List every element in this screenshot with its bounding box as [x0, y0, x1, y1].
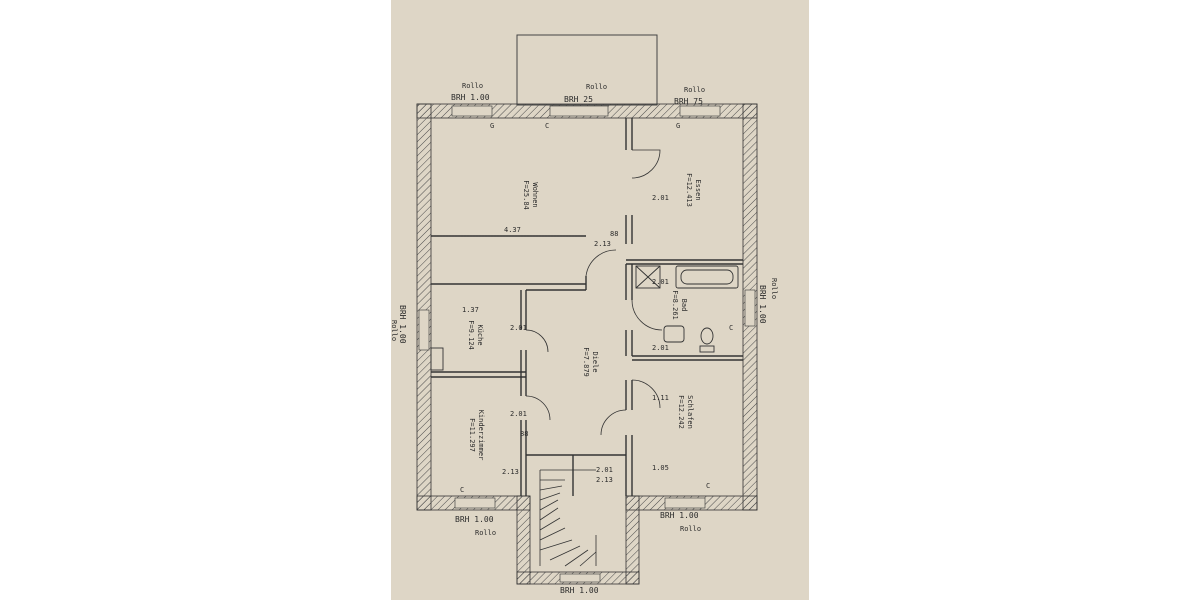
- room-wohnen: Wohnen F=25.84: [522, 180, 539, 210]
- svg-text:Küche: Küche: [476, 324, 484, 345]
- dimension-labels: 4.37 2.13 2.01 2.01 2.13 2.13 2.01 2.01 …: [462, 194, 669, 484]
- brh-top-center: BRH 25: [564, 95, 593, 104]
- room-kueche: Küche F=9.124: [467, 320, 484, 350]
- svg-text:C: C: [545, 122, 549, 130]
- brh-top-left: BRH 1.00: [451, 93, 490, 102]
- svg-text:1.05: 1.05: [652, 464, 669, 472]
- svg-text:2.13: 2.13: [502, 468, 519, 476]
- toilet: [699, 327, 715, 353]
- svg-text:C: C: [706, 482, 710, 490]
- svg-text:1.11: 1.11: [652, 394, 669, 402]
- brh-top-right: BRH 75: [674, 97, 703, 106]
- svg-text:1.37: 1.37: [462, 306, 479, 314]
- svg-text:Essen: Essen: [694, 179, 702, 200]
- door-swings: [525, 149, 663, 436]
- rollo-top-left: Rollo: [462, 82, 483, 90]
- bathtub: [675, 265, 739, 289]
- staircase: [539, 469, 597, 567]
- room-schlafen: Schlafen F=12.242: [677, 395, 694, 429]
- svg-text:Bad: Bad: [680, 299, 688, 312]
- svg-text:F=9.124: F=9.124: [467, 320, 475, 350]
- svg-text:4.37: 4.37: [504, 226, 521, 234]
- rollo-left-side: Rollo: [390, 320, 398, 341]
- rollo-top-right: Rollo: [684, 86, 705, 94]
- brh-bottom-right: BRH 1.00: [660, 511, 699, 520]
- svg-text:F=12.242: F=12.242: [677, 395, 685, 429]
- svg-text:2.13: 2.13: [596, 476, 613, 484]
- brh-bottom-center: BRH 1.00: [560, 586, 599, 595]
- svg-text:2.01: 2.01: [596, 466, 613, 474]
- svg-text:2.01: 2.01: [652, 278, 669, 286]
- svg-text:2.13: 2.13: [594, 240, 611, 248]
- svg-text:F=12.413: F=12.413: [685, 173, 693, 207]
- room-diele: Diele F=7.879: [582, 347, 599, 377]
- room-bad: Bad F=8.261: [671, 290, 688, 320]
- windows: [418, 105, 756, 583]
- svg-text:C: C: [729, 324, 733, 332]
- shower: [635, 265, 661, 289]
- svg-text:2.01: 2.01: [652, 194, 669, 202]
- brh-right-side: BRH 1.00: [758, 285, 767, 324]
- svg-text:88: 88: [520, 430, 528, 438]
- svg-text:Wohnen: Wohnen: [531, 182, 539, 207]
- rollo-top-center: Rollo: [586, 83, 607, 91]
- svg-text:Schlafen: Schlafen: [686, 395, 694, 429]
- rollo-bottom-right: Rollo: [680, 525, 701, 533]
- brh-left-side: BRH 1.00: [398, 305, 407, 344]
- svg-text:G: G: [676, 122, 680, 130]
- washbasin: [663, 325, 685, 343]
- svg-text:F=11.297: F=11.297: [468, 418, 476, 452]
- interior-walls: [431, 118, 743, 496]
- room-kinderzimmer: Kinderzimmer F=11.297: [468, 410, 485, 461]
- svg-text:G: G: [490, 122, 494, 130]
- svg-text:88: 88: [610, 230, 618, 238]
- svg-text:Kinderzimmer: Kinderzimmer: [477, 410, 485, 461]
- svg-text:C: C: [460, 486, 464, 494]
- radiator-markers: G C G C C C: [460, 122, 733, 494]
- svg-text:F=7.879: F=7.879: [582, 347, 590, 377]
- rollo-bottom-left: Rollo: [475, 529, 496, 537]
- rollo-right-side: Rollo: [770, 278, 778, 299]
- svg-text:F=25.84: F=25.84: [522, 180, 530, 210]
- brh-bottom-left: BRH 1.00: [455, 515, 494, 524]
- kitchen-counter: [430, 347, 444, 371]
- svg-text:2.01: 2.01: [510, 324, 527, 332]
- svg-text:2.01: 2.01: [510, 410, 527, 418]
- room-essen: Essen F=12.413: [685, 173, 702, 207]
- svg-text:F=8.261: F=8.261: [671, 290, 679, 320]
- svg-text:Diele: Diele: [591, 351, 599, 372]
- svg-text:2.01: 2.01: [652, 344, 669, 352]
